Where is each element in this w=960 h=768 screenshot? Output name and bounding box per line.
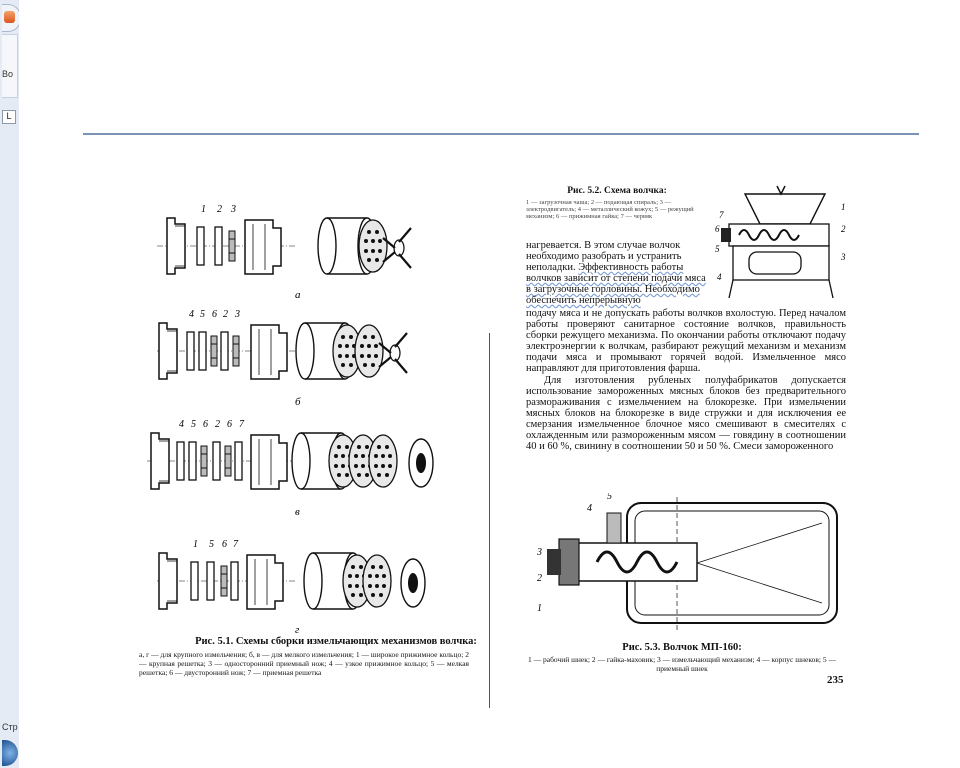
fig2-label-6: 6 [715, 224, 720, 234]
figure-5-1-caption-title: Рис. 5.1. Схемы сборки измельчающих меха… [195, 636, 477, 647]
row-d-part-4: 7 [233, 539, 239, 550]
row-c-letter: в [295, 506, 300, 518]
body-text-paragraph-2: Для изготовления рубленых полуфабрикатов… [526, 374, 846, 453]
row-d-part-1: 1 [193, 539, 198, 550]
row-a-part-3: 3 [230, 204, 236, 215]
body-text-short: нагревается. В этом случае волчок необхо… [526, 240, 711, 306]
figure-5-2-grinder-diagram: 1 2 3 4 5 6 7 [715, 185, 846, 299]
row-a-part-1: 1 [201, 204, 206, 215]
row-c-part-3: 6 [203, 419, 208, 430]
figure-5-2-caption-title: Рис. 5.2. Схема волчка: [567, 186, 667, 196]
row-b-part-4: 2 [223, 309, 228, 320]
fig3-label-1: 1 [537, 603, 542, 614]
body-text-full: подачу мяса и не допускать работы волчко… [526, 308, 846, 452]
fig2-label-3: 3 [840, 252, 846, 262]
row-a-letter: а [295, 289, 301, 301]
figure-5-3-caption-title: Рис. 5.3. Волчок МП-160: [622, 642, 742, 653]
row-c-part-2: 5 [191, 419, 196, 430]
body-text-short-1: нагревается. В этом случае волчок необхо… [526, 240, 682, 273]
fig2-label-4: 4 [717, 272, 722, 282]
row-b-part-2: 5 [200, 309, 205, 320]
fig2-label-1: 1 [841, 202, 846, 212]
row-b-part-3: 6 [212, 309, 217, 320]
row-d-letter: г [295, 624, 300, 633]
office-logo-icon [4, 11, 15, 23]
row-a-part-2: 2 [217, 204, 222, 215]
page-number: 235 [827, 674, 844, 686]
row-d-part-2: 5 [209, 539, 214, 550]
fig3-label-4: 4 [587, 503, 592, 514]
figure-5-2-caption-text: 1 — загрузочная чаша; 2 — подающая спира… [526, 199, 694, 220]
status-bar-page-label: Стр [2, 722, 18, 732]
ribbon-fragment[interactable]: Во [2, 34, 18, 98]
ruler-tab-selector[interactable]: L [2, 110, 16, 124]
row-b-part-1: 4 [189, 309, 194, 320]
figure-5-1-caption-text: а, г — для крупного измельчения; б, в — … [139, 650, 469, 677]
row-d-part-3: 6 [222, 539, 227, 550]
fig2-label-5: 5 [715, 244, 720, 254]
ribbon-fragment-label: Во [2, 69, 14, 79]
start-button[interactable] [2, 740, 18, 766]
page-gutter-line [489, 333, 490, 708]
fig3-label-2: 2 [537, 573, 542, 584]
row-c-part-5: 6 [227, 419, 232, 430]
fig3-label-3: 3 [537, 547, 542, 558]
fig2-label-2: 2 [841, 224, 846, 234]
page-header-rule [83, 133, 919, 135]
figure-5-3-caption-text: 1 — рабочий шнек; 2 — гайка-маховик; 3 —… [528, 655, 836, 673]
row-b-part-5: 3 [234, 309, 240, 320]
row-c-part-4: 2 [215, 419, 220, 430]
body-text-paragraph-1: подачу мяса и не допускать работы волчко… [526, 308, 846, 375]
fig3-label-5: 5 [607, 493, 612, 502]
figure-5-3-mp160-diagram: 1 2 3 4 5 [537, 493, 838, 633]
row-c-part-1: 4 [179, 419, 184, 430]
document-area: 1 2 3 а 4 5 6 [19, 0, 960, 768]
body-text-short-2[interactable]: Эффективность работы волчков зависит от … [526, 262, 706, 306]
scanned-page-spread: 1 2 3 а 4 5 6 [137, 178, 857, 710]
figure-5-1-assembly-drawings: 1 2 3 а 4 5 6 [147, 204, 434, 633]
row-b-letter: б [295, 396, 301, 408]
fig2-label-7: 7 [719, 210, 724, 220]
row-c-part-6: 7 [239, 419, 245, 430]
